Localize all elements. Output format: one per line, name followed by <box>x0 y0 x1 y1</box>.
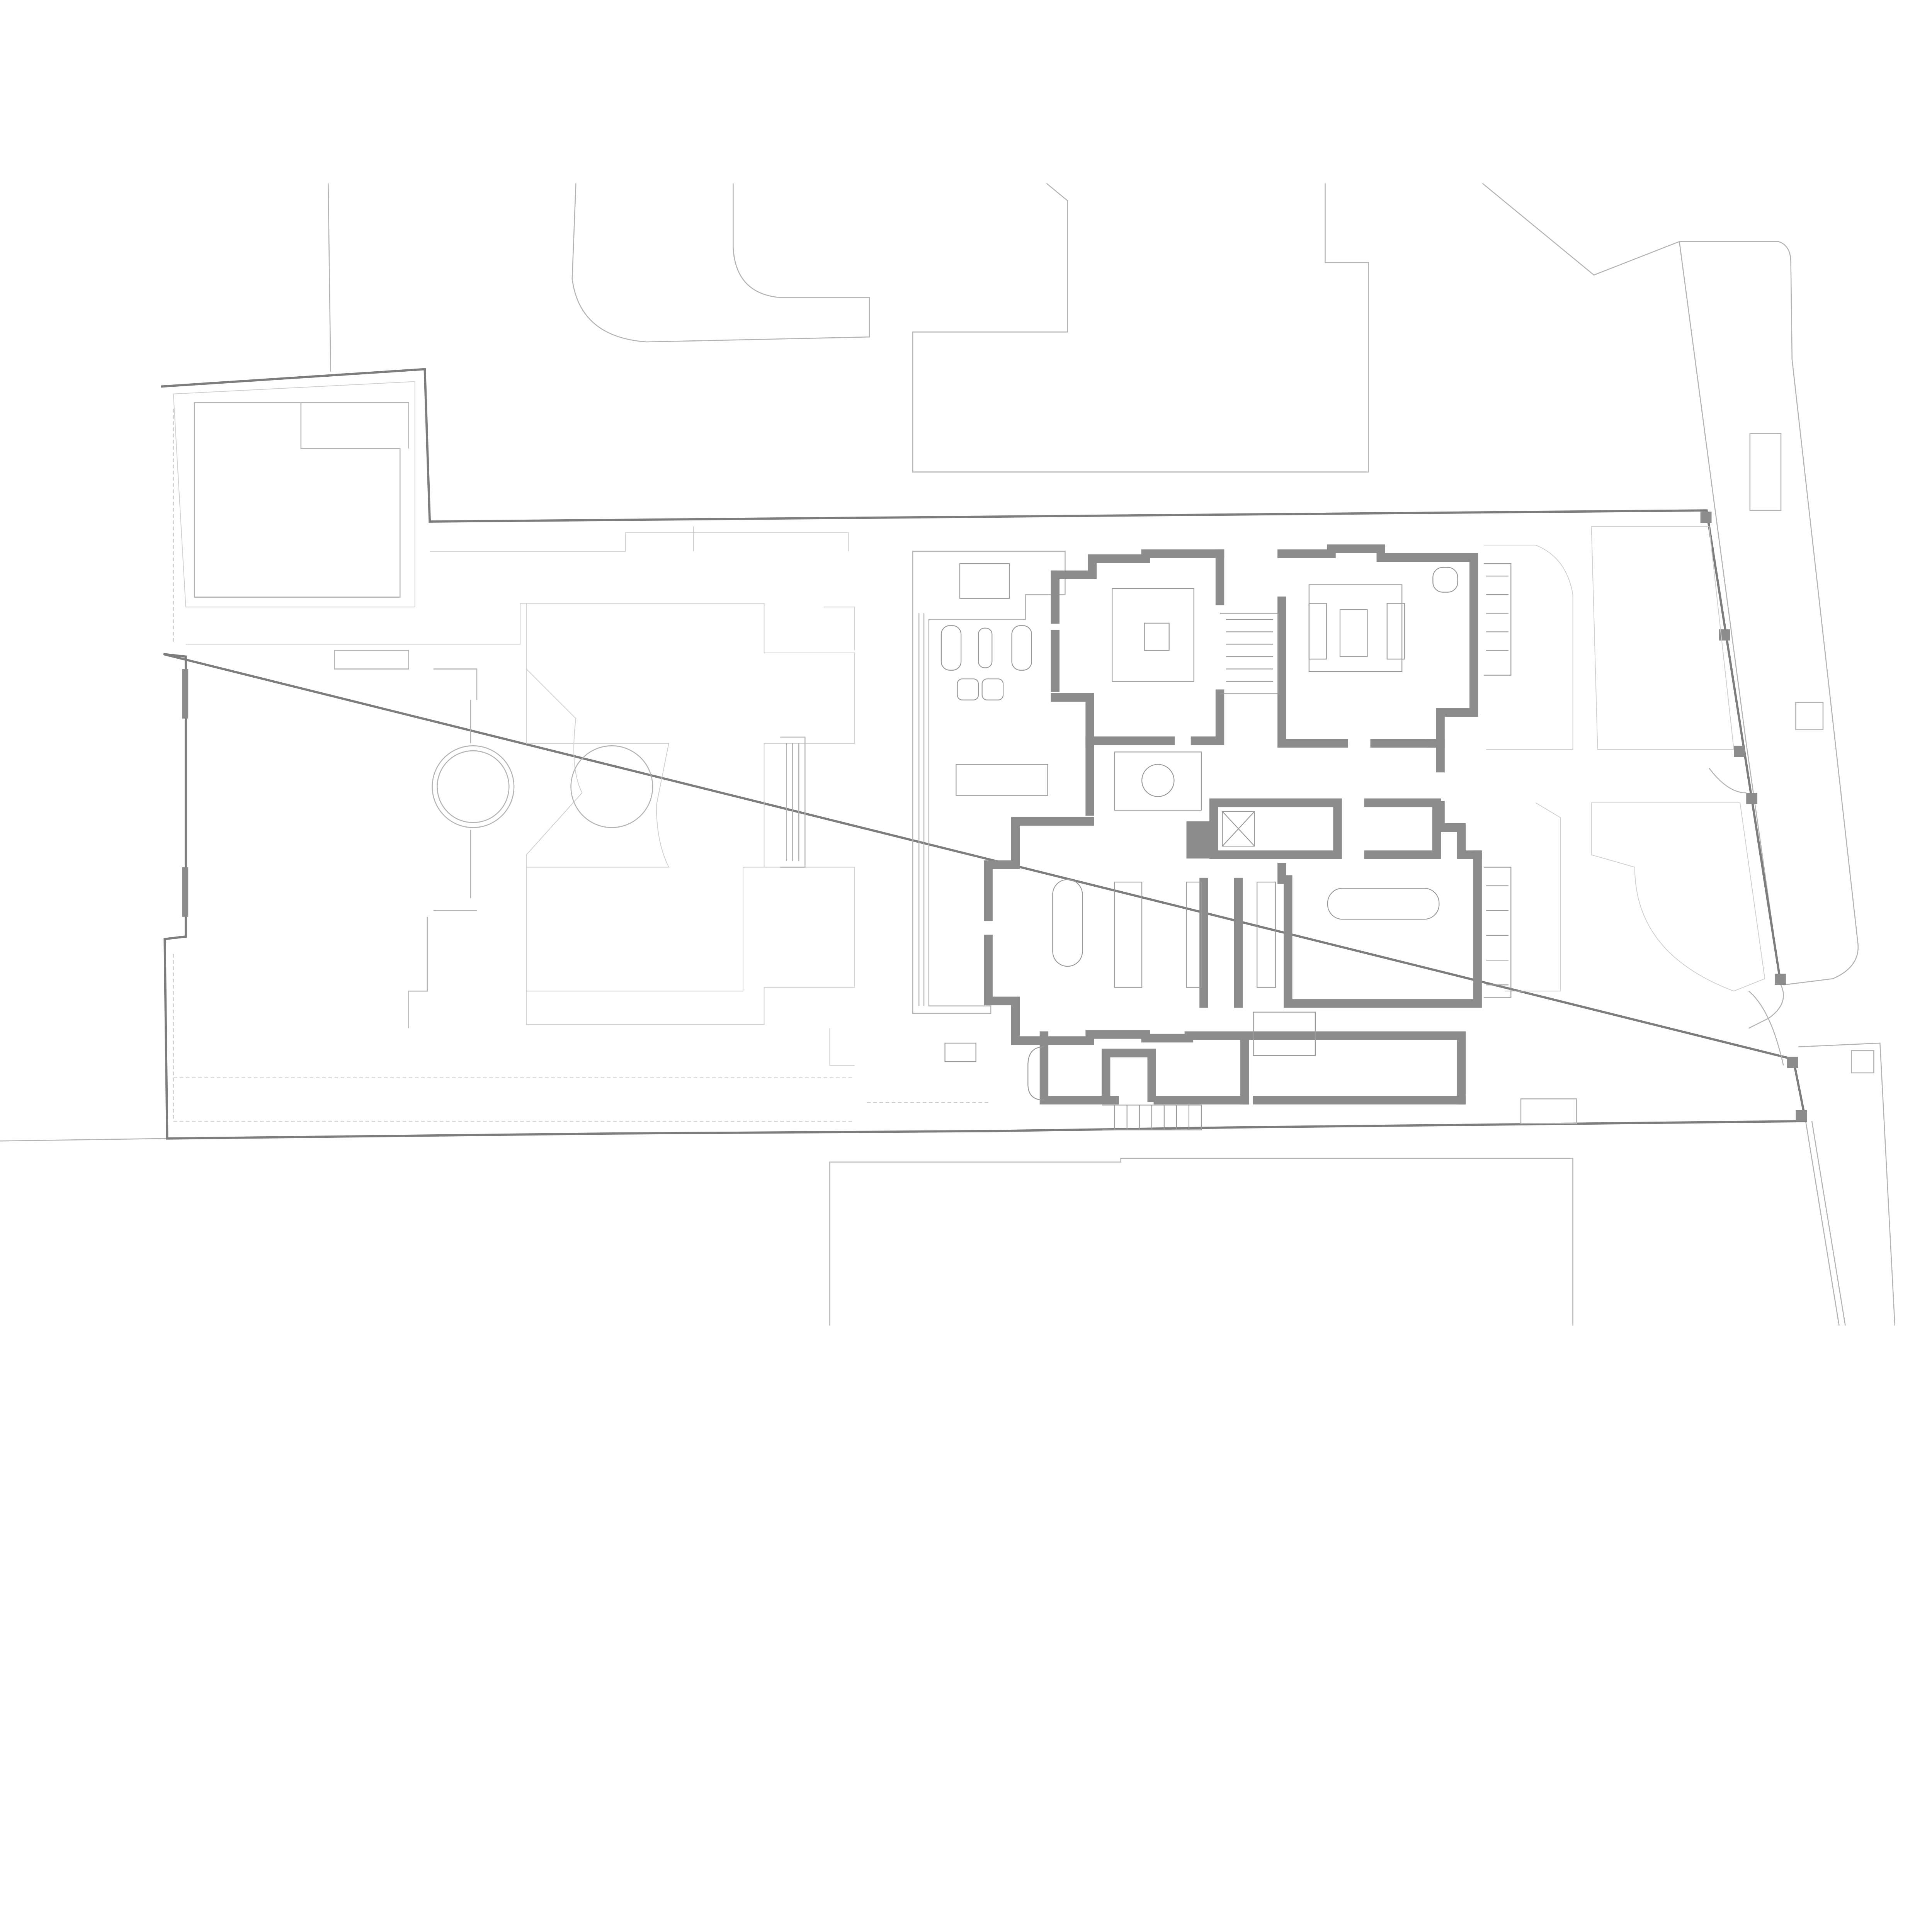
orangery <box>912 551 1066 1062</box>
site-floor-plan <box>0 183 1896 1326</box>
lightwell-steps-bottom <box>1483 867 1512 998</box>
terrace-top <box>430 526 849 552</box>
orangery-bbq <box>944 1042 976 1062</box>
boundary-piers <box>182 512 1807 1121</box>
neighbour-line-bottom-right <box>1798 1042 1896 1326</box>
boundary-pier <box>1774 974 1786 985</box>
street-marking <box>1795 702 1824 730</box>
lift-cross <box>1222 811 1255 846</box>
neighbour-context <box>0 183 1896 1326</box>
study-chair <box>1432 567 1458 593</box>
garage-stair <box>1253 1011 1316 1056</box>
hedge-bottom <box>173 1077 991 1122</box>
orangery-dining-table <box>956 764 1048 796</box>
pool-terrace <box>173 381 415 608</box>
pool-step <box>301 402 409 449</box>
wall <box>1209 798 1441 859</box>
wall <box>1199 850 1482 1008</box>
street-edge-right <box>1783 359 1859 986</box>
wall <box>1277 596 1435 748</box>
wall <box>984 817 1466 1105</box>
hall-table <box>1141 764 1175 797</box>
house-furniture <box>1027 563 1512 1130</box>
living-table <box>1144 622 1170 651</box>
boundary-wall-segment <box>182 867 189 917</box>
boundary-pier <box>1746 793 1758 804</box>
orangery-table <box>978 627 993 668</box>
orangery-planter <box>918 613 925 1006</box>
lawn-path <box>185 603 855 1025</box>
rear-stair <box>1102 1105 1202 1130</box>
boundary-pier <box>1787 1057 1798 1068</box>
orangery-sofa <box>940 625 962 671</box>
kitchen-counter <box>1186 881 1202 988</box>
dining-table-kitchen <box>1052 879 1083 967</box>
fountain-left-inner <box>437 750 510 823</box>
orangery-stair <box>959 563 1010 599</box>
boundary-pier <box>1734 746 1745 757</box>
neighbour-building-bottom <box>829 1158 1573 1326</box>
lawn-right-top <box>1483 526 1735 750</box>
site-boundary <box>161 368 1807 1140</box>
neighbour-line-left <box>328 183 332 372</box>
drawing-room-rug <box>1308 584 1403 672</box>
boundary-pier <box>1796 1110 1807 1121</box>
orangery-outline <box>912 551 1066 1014</box>
neighbour-building-center <box>912 183 1369 473</box>
orangery-chair <box>981 678 1004 700</box>
drawing-room-sofa <box>1386 603 1405 660</box>
neighbour-building-curved <box>571 183 870 343</box>
street-marking <box>1851 1050 1874 1074</box>
neighbour-building-right <box>1482 183 1793 359</box>
wall <box>1051 549 1225 745</box>
hall-rug <box>1114 751 1202 811</box>
fountain-left <box>432 745 515 828</box>
house-walls <box>984 544 1482 1105</box>
orangery-chair <box>957 678 979 700</box>
garden-cross <box>526 668 855 992</box>
pergola <box>334 650 478 1028</box>
lawn-right-bottom <box>1505 802 1765 992</box>
gate-right <box>1709 768 1784 1066</box>
boundary-pier <box>1700 512 1712 523</box>
terrace-steps-top <box>823 607 855 1066</box>
kitchen-island <box>1114 881 1143 988</box>
wall-block <box>1186 821 1211 859</box>
dining-table <box>1327 887 1440 920</box>
garden <box>173 381 1784 1124</box>
drawing-room-table <box>1339 609 1368 657</box>
ground-line <box>0 1138 167 1142</box>
living-rug <box>1112 588 1194 682</box>
main-stair <box>1220 613 1279 694</box>
wall <box>1085 736 1482 859</box>
boundary-wall-segment <box>182 669 189 719</box>
orangery-sofa <box>1011 625 1032 671</box>
lightwell-steps-top <box>1483 563 1512 676</box>
drawing-room-sofa <box>1308 603 1327 660</box>
street-edge <box>1679 241 1784 1029</box>
lift <box>1222 811 1255 847</box>
street-marking <box>1749 433 1782 511</box>
garden-steps <box>780 736 806 868</box>
bin-store <box>1520 1098 1577 1124</box>
bay-window <box>1027 1046 1044 1101</box>
fountain-right <box>570 745 653 828</box>
kitchen-counter <box>1257 881 1276 988</box>
wall <box>1051 544 1478 748</box>
pool <box>194 402 401 598</box>
wall <box>1101 1049 1156 1102</box>
